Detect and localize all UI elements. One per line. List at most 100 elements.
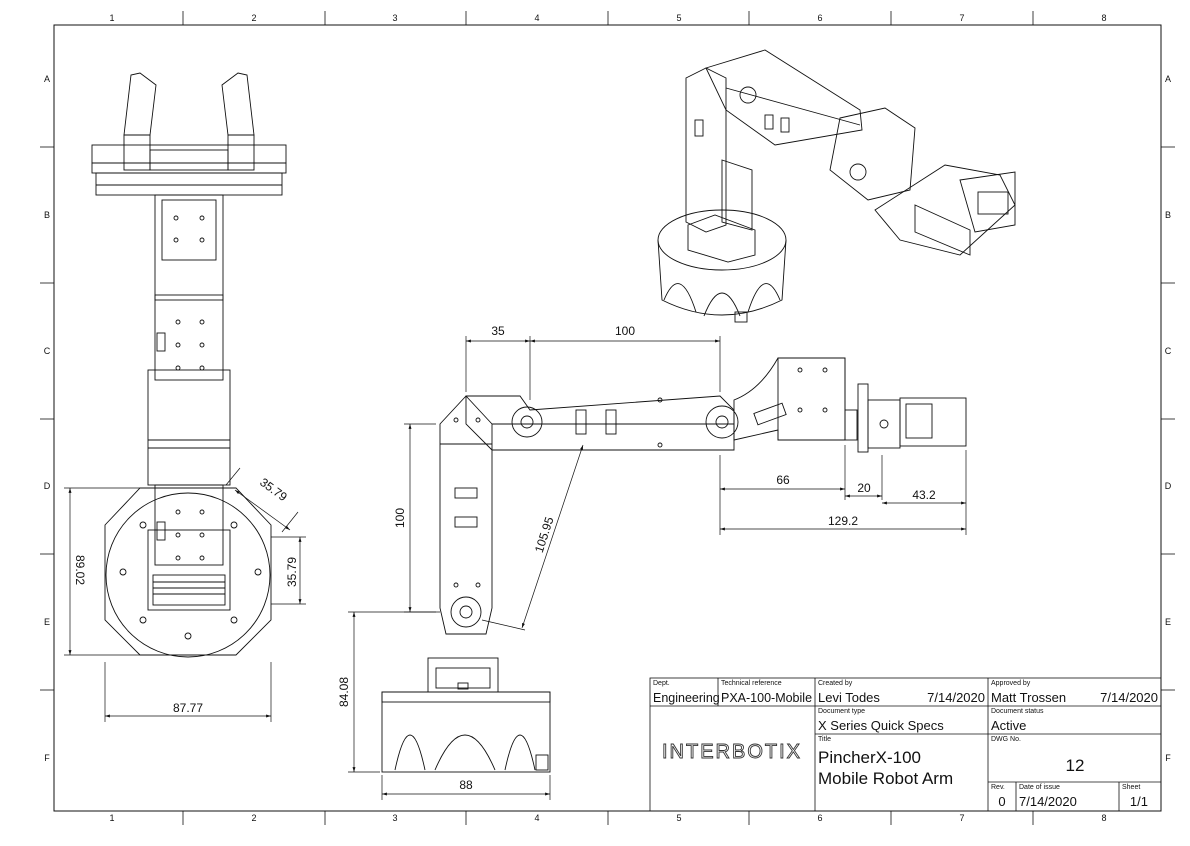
side-view-wrist-bracket — [733, 357, 846, 441]
title-block-text: Dept. Engineering Technical reference PX… — [653, 680, 1158, 809]
side-view-shoulder-joint — [450, 596, 482, 628]
top-view-base-ring — [105, 492, 271, 658]
top-view-link-upper — [154, 294, 224, 381]
side-view-base — [381, 691, 551, 773]
top-view-base-holes — [119, 521, 262, 640]
dim-gripper: 43.2 — [912, 488, 936, 502]
top-view — [91, 72, 287, 658]
dim-overall-height: 89.02 — [73, 555, 87, 585]
side-view-dims — [348, 336, 967, 800]
side-view-dim-labels: 35 100 100 105.95 84.08 88 66 20 43.2 12… — [337, 324, 936, 792]
approved-by-value: Matt Trossen — [991, 690, 1066, 705]
doctype-value: X Series Quick Specs — [818, 718, 944, 733]
doctype-label: Document type — [818, 708, 865, 715]
top-view-wrist — [154, 194, 224, 301]
top-view-gripper-plate — [91, 144, 287, 164]
zone-row-a: A — [44, 74, 50, 84]
created-label: Created by — [818, 680, 853, 687]
docstatus-label: Document status — [991, 708, 1044, 715]
zone-col-1: 1 — [109, 13, 114, 23]
top-view-dims — [64, 467, 306, 722]
dept-label: Dept. — [653, 680, 670, 687]
issue-date-value: 7/14/2020 — [1019, 794, 1077, 809]
created-date-value: 7/14/2020 — [927, 690, 985, 705]
zone-row-b: B — [44, 210, 50, 220]
top-view-finger-right — [221, 72, 255, 136]
dim-wrist: 66 — [776, 473, 790, 487]
title-block — [649, 677, 1162, 812]
dept-value: Engineering — [653, 691, 720, 705]
rev-label: Rev. — [991, 784, 1005, 791]
zone-col-7-bottom: 7 — [959, 813, 964, 823]
zone-col-8: 8 — [1101, 13, 1106, 23]
iso-forearm — [705, 49, 863, 146]
zone-row-f: F — [44, 753, 50, 763]
side-view-wrist-joint — [705, 405, 739, 439]
side-view — [381, 357, 967, 773]
side-view-bolts — [453, 367, 889, 588]
approved-label: Approved by — [991, 680, 1031, 687]
side-view-forearm — [465, 395, 735, 451]
dim-gripper-gap: 20 — [857, 481, 871, 495]
zone-col-1-bottom: 1 — [109, 813, 114, 823]
zone-col-4: 4 — [534, 13, 539, 23]
iso-gripper — [874, 164, 1016, 256]
zone-ticks — [40, 11, 1175, 825]
dim-reach: 129.2 — [828, 514, 858, 528]
side-view-elbow-joint — [511, 406, 543, 438]
sheet-value: 1/1 — [1130, 794, 1148, 809]
top-view-turret — [147, 529, 231, 611]
zone-row-d-right: D — [1165, 481, 1172, 491]
isometric-view — [657, 49, 1016, 323]
created-by-value: Levi Todes — [818, 690, 880, 705]
dim-base-height: 84.08 — [337, 677, 351, 707]
docstatus-value: Active — [991, 718, 1026, 733]
top-view-dim-labels: 87.77 89.02 35.79 35.79 — [73, 475, 299, 715]
side-view-gripper-mount — [857, 383, 869, 453]
zone-row-d: D — [44, 481, 51, 491]
techref-value: PXA-100-Mobile — [721, 691, 812, 705]
zone-col-6: 6 — [817, 13, 822, 23]
zone-col-2-bottom: 2 — [251, 813, 256, 823]
dwg-label: DWG No. — [991, 736, 1021, 743]
top-view-finger-left — [123, 72, 157, 136]
dim-diagonal-top: 35.79 — [257, 475, 290, 504]
zone-col-8-bottom: 8 — [1101, 813, 1106, 823]
side-view-gripper — [899, 397, 967, 447]
iso-base-body — [657, 239, 787, 316]
interbotix-logo: INTERBOTIX — [662, 741, 802, 763]
zone-row-a-right: A — [1165, 74, 1171, 84]
rev-value: 0 — [998, 794, 1005, 809]
zone-col-3: 3 — [392, 13, 397, 23]
zone-row-e-right: E — [1165, 617, 1171, 627]
zone-row-e: E — [44, 617, 50, 627]
zone-col-3-bottom: 3 — [392, 813, 397, 823]
iso-wrist — [829, 107, 916, 201]
side-view-upper-arm — [439, 395, 493, 635]
zone-row-f-right: F — [1165, 753, 1171, 763]
sheet-border — [53, 24, 1162, 812]
zone-col-4-bottom: 4 — [534, 813, 539, 823]
title-line-1: PincherX-100 — [818, 748, 921, 767]
approved-date-value: 7/14/2020 — [1100, 690, 1158, 705]
zone-col-6-bottom: 6 — [817, 813, 822, 823]
zone-col-5-bottom: 5 — [676, 813, 681, 823]
dim-base-width: 87.77 — [173, 701, 203, 715]
issue-label: Date of issue — [1019, 784, 1060, 791]
techref-label: Technical reference — [721, 680, 782, 687]
iso-turret — [687, 214, 756, 263]
iso-upper-arm — [685, 67, 727, 233]
dim-height-right: 35.79 — [285, 557, 299, 587]
dim-upper-arm: 100 — [615, 324, 635, 338]
top-view-base-outline — [104, 487, 272, 656]
zone-row-c: C — [44, 346, 51, 356]
dwg-number: 12 — [1066, 756, 1085, 775]
zone-col-5: 5 — [676, 13, 681, 23]
dim-shoulder-offset: 35 — [491, 324, 505, 338]
top-view-link-mid — [147, 369, 231, 486]
dim-forearm: 100 — [393, 508, 407, 528]
zone-row-b-right: B — [1165, 210, 1171, 220]
sheet-label: Sheet — [1122, 784, 1140, 791]
